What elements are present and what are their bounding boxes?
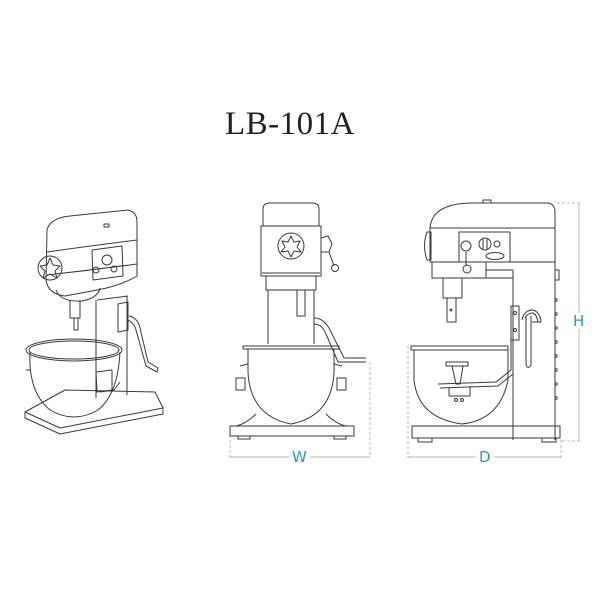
side-view	[410, 199, 561, 443]
height-dimension-label: H	[570, 313, 588, 329]
width-dimension-label: W	[289, 449, 310, 465]
perspective-view	[24, 209, 164, 435]
front-view	[229, 202, 366, 440]
depth-dimension-label: D	[476, 449, 494, 465]
model-title: LB-101A	[225, 106, 355, 142]
